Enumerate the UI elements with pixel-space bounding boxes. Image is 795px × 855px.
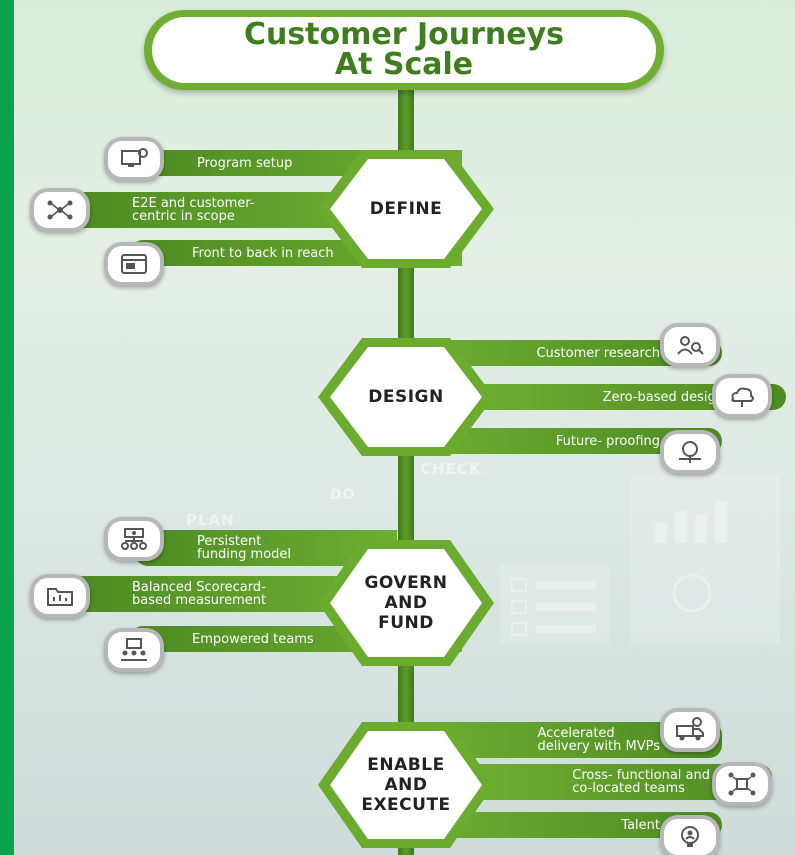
team-presentation-icon	[104, 628, 164, 672]
lightbulb-person-icon	[660, 815, 720, 855]
stage-enable-label-3: EXECUTE	[361, 795, 451, 815]
title-line-1: Customer Journeys	[243, 17, 565, 52]
stage-design-hexagon: DESIGN	[318, 338, 494, 456]
delivery-truck-icon	[660, 708, 720, 752]
team-network-icon	[712, 762, 772, 806]
browser-window-icon	[104, 242, 164, 286]
stage-enable-label-2: AND	[384, 775, 428, 795]
lightbulb-magnifier-icon	[660, 430, 720, 474]
enable-item-3-text: Talent	[621, 817, 660, 833]
stage-enable-label-1: ENABLE	[367, 755, 445, 775]
stage-define-label: DEFINE	[369, 199, 443, 219]
design-item-2-text: Zero-based design	[602, 389, 724, 405]
bg-plan-label: PLAN	[186, 511, 235, 529]
design-item-3-text: Future- proofing	[555, 433, 660, 449]
enable-item-1-text: Accelerated delivery with MVPs	[537, 726, 660, 754]
stage-govern-label-1: GOVERN	[364, 573, 448, 593]
monitor-gear-icon	[104, 137, 164, 181]
bg-do-label: DO	[330, 487, 356, 503]
govern-item-1-text: Persistent funding model	[197, 534, 292, 562]
define-item-1-text: Program setup	[197, 155, 293, 171]
cloud-tree-icon	[712, 374, 772, 418]
users-search-icon	[660, 323, 720, 367]
money-hierarchy-icon	[104, 517, 164, 561]
define-item-3-text: Front to back in reach	[192, 245, 334, 261]
bg-check-label: CHECK	[420, 460, 482, 478]
title-banner: Customer Journeys At Scale	[144, 10, 664, 90]
stage-define-hexagon: DEFINE	[318, 150, 494, 268]
title-line-2: At Scale	[334, 47, 474, 82]
govern-item-2-text: Balanced Scorecard- based measurement	[132, 580, 267, 608]
design-item-1-text: Customer research	[536, 345, 660, 361]
bg-chart-icon	[630, 475, 780, 645]
stage-govern-hexagon: GOVERN AND FUND	[318, 540, 494, 666]
stage-govern-label-3: FUND	[378, 613, 434, 633]
govern-item-3-text: Empowered teams	[192, 631, 314, 647]
left-accent-bar	[0, 0, 14, 855]
define-item-2-text: E2E and customer- centric in scope	[132, 196, 255, 224]
stage-govern-label-2: AND	[384, 593, 428, 613]
enable-item-2-text: Cross- functional and co-located teams	[572, 768, 710, 796]
people-network-icon	[30, 188, 90, 232]
stage-enable-hexagon: ENABLE AND EXECUTE	[318, 722, 494, 848]
stage-design-label: DESIGN	[368, 387, 444, 407]
title-inner: Customer Journeys At Scale	[152, 17, 656, 83]
folder-chart-icon	[30, 574, 90, 618]
bg-checklist-icon	[500, 565, 610, 645]
